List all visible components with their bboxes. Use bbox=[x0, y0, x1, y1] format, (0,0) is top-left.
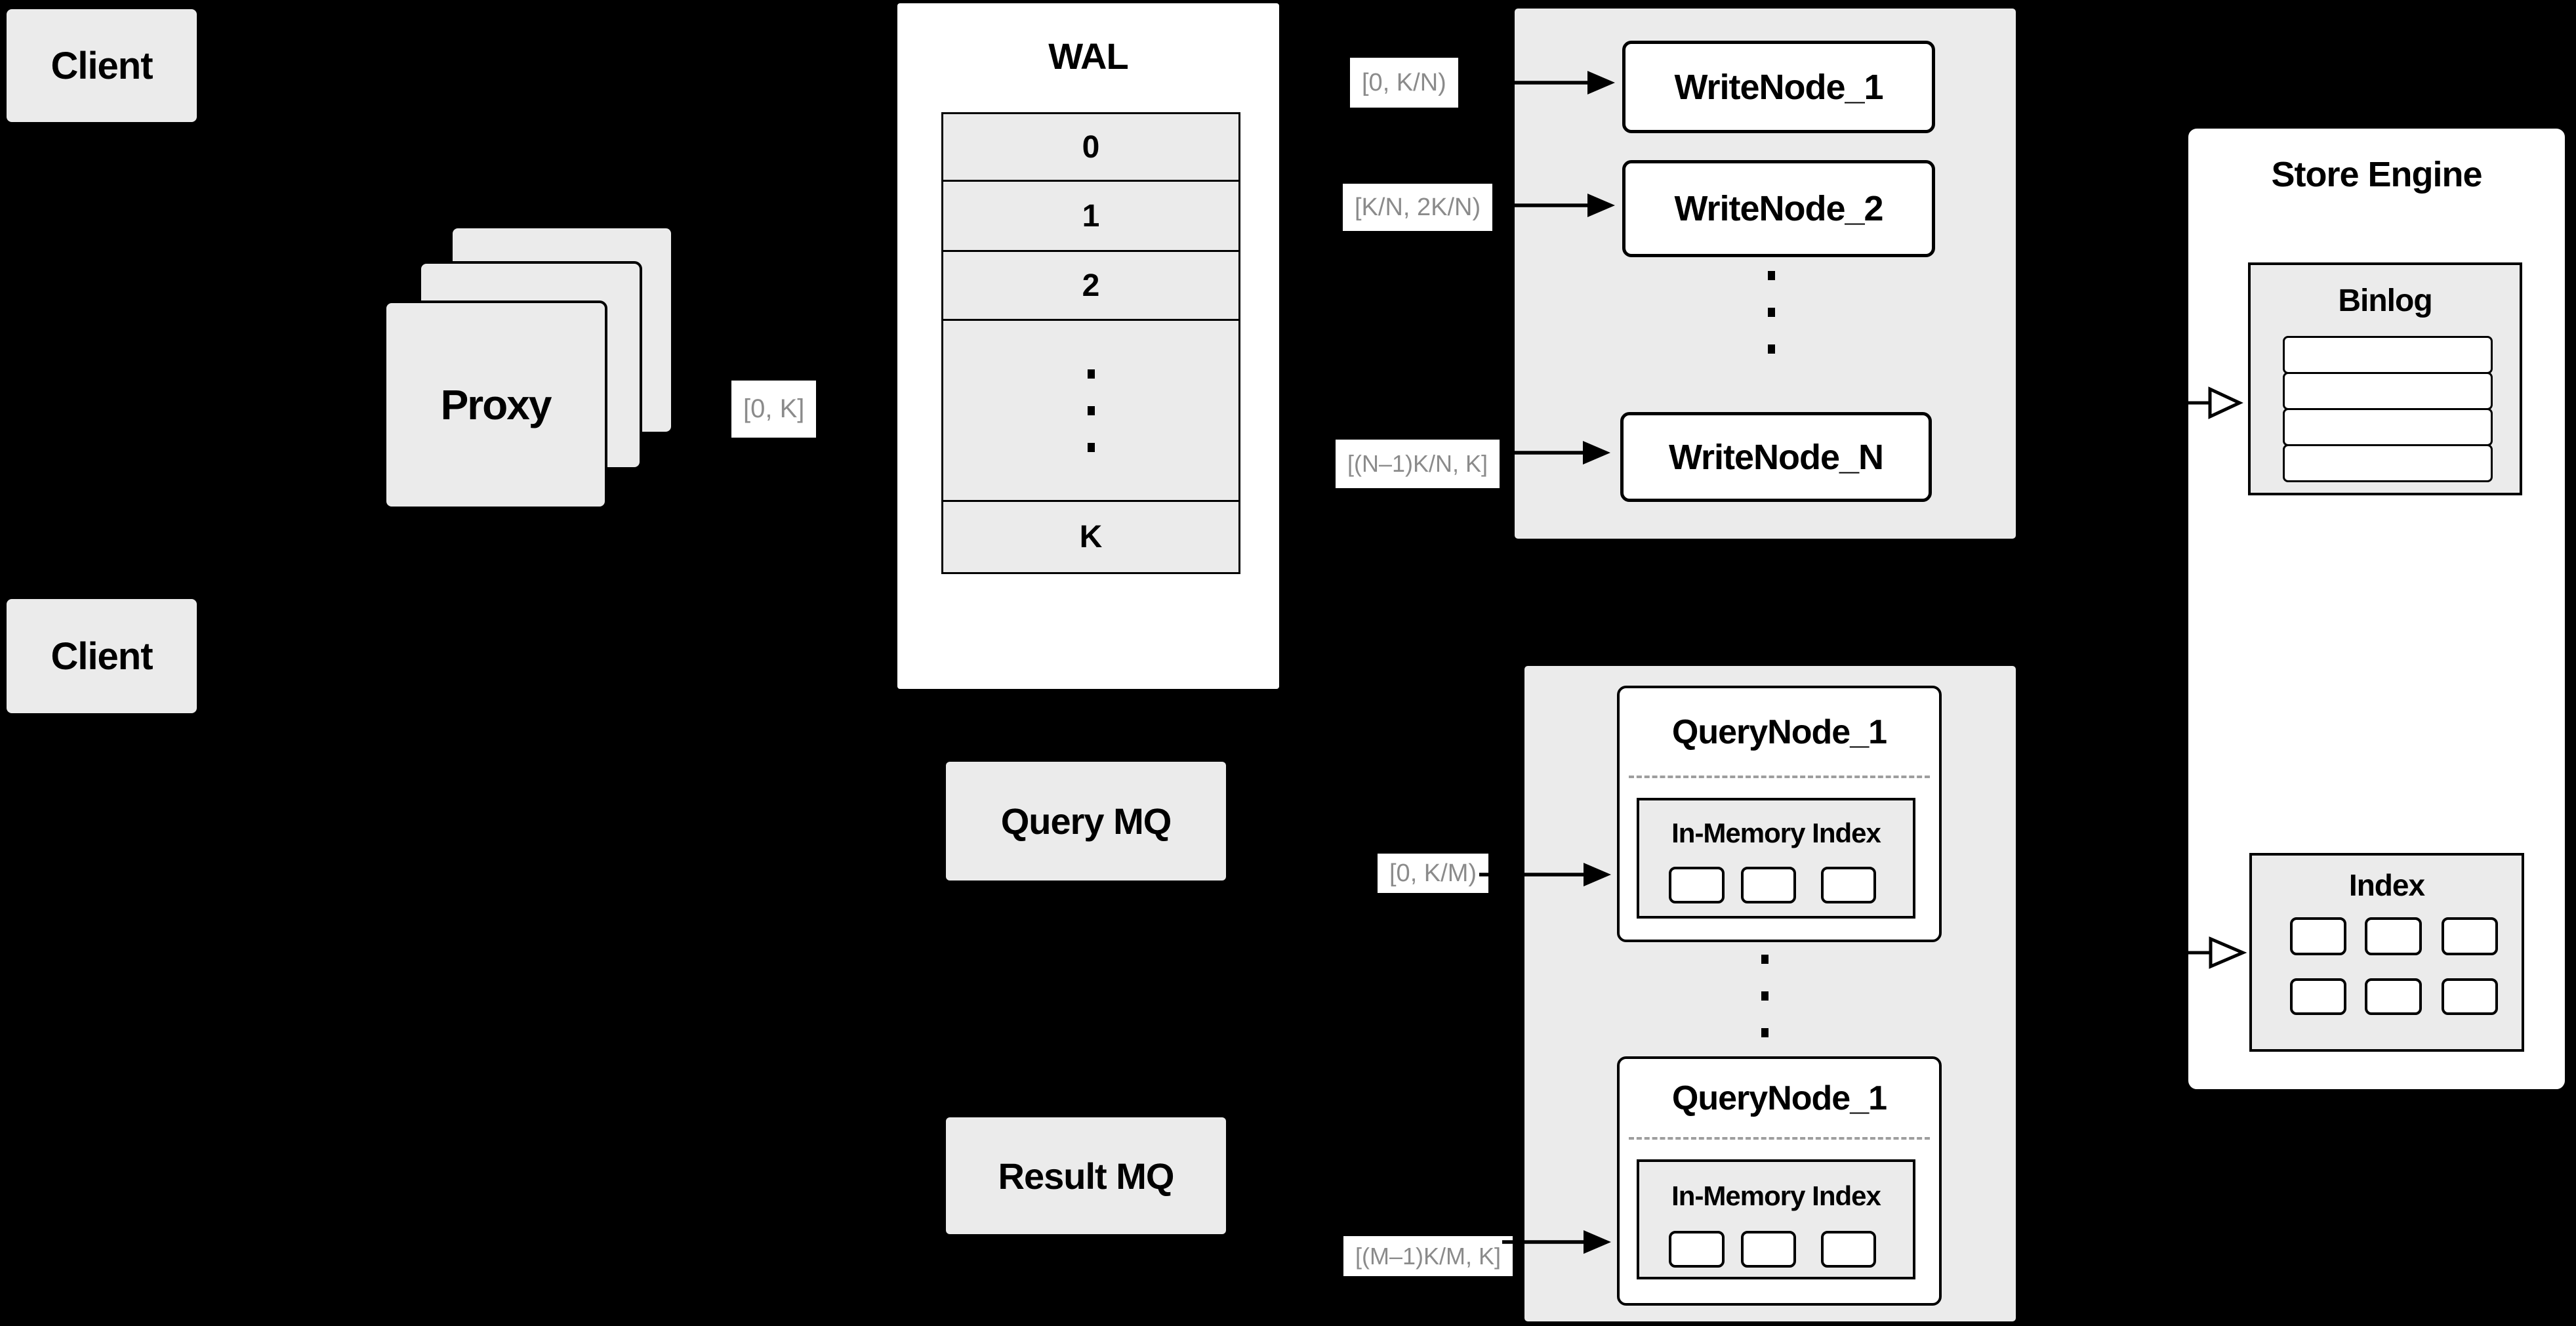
binlog-row bbox=[2283, 372, 2493, 410]
binlog-row bbox=[2283, 336, 2493, 374]
query-node-1: QueryNode_1 In-Memory Index bbox=[1617, 686, 1942, 942]
wal-row-k: K bbox=[943, 500, 1238, 572]
write-node-n-label: WriteNode_N bbox=[1668, 437, 1884, 477]
client-box-bottom: Client bbox=[7, 599, 197, 713]
proxy-card-front: Proxy bbox=[384, 300, 607, 509]
wal-table: 0 1 2 K bbox=[941, 112, 1240, 574]
wal-segment-0: 0 bbox=[1082, 129, 1100, 165]
index-box: Index bbox=[2249, 853, 2524, 1052]
store-engine-panel: Store Engine Binlog Index bbox=[2185, 125, 2568, 1092]
index-chip bbox=[2290, 978, 2346, 1015]
range-label-writenode-n-text: [(N–1)K/N, K] bbox=[1347, 450, 1488, 477]
range-label-writenode-1-text: [0, K/N) bbox=[1362, 68, 1446, 96]
range-label-querynode-2-text: [(M–1)K/M, K] bbox=[1355, 1242, 1502, 1270]
query-mq-box: Query MQ bbox=[946, 762, 1226, 881]
binlog-rows bbox=[2283, 336, 2493, 482]
in-memory-index-title-2: In-Memory Index bbox=[1639, 1162, 1913, 1230]
ellipsis-dots bbox=[1087, 369, 1095, 452]
result-mq-label: Result MQ bbox=[998, 1155, 1175, 1197]
memory-chip bbox=[1669, 1231, 1725, 1268]
write-node-1: WriteNode_1 bbox=[1622, 41, 1935, 133]
write-node-n: WriteNode_N bbox=[1620, 412, 1932, 502]
index-chip bbox=[2365, 917, 2422, 955]
in-memory-index-title-2-text: In-Memory Index bbox=[1671, 1180, 1881, 1211]
index-chip bbox=[2365, 978, 2422, 1015]
memory-chip bbox=[1741, 867, 1796, 903]
write-node-2: WriteNode_2 bbox=[1622, 160, 1935, 257]
query-node-2: QueryNode_1 In-Memory Index bbox=[1617, 1056, 1942, 1306]
wal-title-row: WAL bbox=[897, 3, 1279, 108]
wal-panel: WAL 0 1 2 K bbox=[897, 3, 1279, 689]
wal-row-ellipsis bbox=[943, 319, 1238, 500]
range-label-querynode-1: [0, K/M) bbox=[1378, 854, 1489, 893]
wal-segment-1: 1 bbox=[1082, 198, 1100, 234]
memory-chip bbox=[1821, 1231, 1876, 1268]
index-title: Index bbox=[2252, 856, 2522, 915]
write-node-1-label: WriteNode_1 bbox=[1674, 67, 1883, 107]
range-label-writenode-1: [0, K/N) bbox=[1350, 58, 1458, 108]
memory-chip bbox=[1669, 867, 1725, 903]
range-label-writenode-n: [(N–1)K/N, K] bbox=[1336, 440, 1500, 488]
query-node-1-title-text: QueryNode_1 bbox=[1671, 713, 1887, 751]
index-chip bbox=[2442, 978, 2498, 1015]
memory-chip bbox=[1741, 1231, 1796, 1268]
wal-row-2: 2 bbox=[943, 250, 1238, 319]
client-box-top: Client bbox=[7, 9, 197, 122]
index-chip bbox=[2290, 917, 2346, 955]
memory-chip bbox=[1821, 867, 1876, 903]
range-label-querynode-2: [(M–1)K/M, K] bbox=[1343, 1236, 1513, 1276]
binlog-row bbox=[2283, 444, 2493, 482]
client-bottom-label: Client bbox=[51, 634, 153, 678]
index-chip bbox=[2442, 917, 2498, 955]
ellipsis-dots bbox=[1761, 955, 1768, 1037]
query-node-2-title-text: QueryNode_1 bbox=[1671, 1079, 1887, 1117]
write-node-2-label: WriteNode_2 bbox=[1674, 189, 1883, 228]
query-node-2-title: QueryNode_1 bbox=[1629, 1059, 1930, 1140]
range-label-writenode-2-text: [K/N, 2K/N) bbox=[1355, 193, 1481, 221]
range-label-proxy: [0, K] bbox=[731, 381, 817, 438]
client-top-label: Client bbox=[51, 44, 153, 87]
in-memory-index-title-1: In-Memory Index bbox=[1639, 800, 1913, 866]
range-label-writenode-2: [K/N, 2K/N) bbox=[1343, 184, 1493, 231]
wal-segment-k: K bbox=[1079, 520, 1103, 554]
query-nodes-group: QueryNode_1 In-Memory Index QueryNode_1 … bbox=[1523, 664, 2018, 1323]
range-label-proxy-text: [0, K] bbox=[743, 394, 805, 423]
index-title-text: Index bbox=[2348, 868, 2425, 902]
wal-segment-2: 2 bbox=[1082, 268, 1100, 303]
range-label-querynode-1-text: [0, K/M) bbox=[1389, 859, 1477, 887]
ellipsis-dots bbox=[1768, 271, 1775, 354]
store-engine-title: Store Engine bbox=[2271, 155, 2482, 194]
store-engine-title-row: Store Engine bbox=[2188, 129, 2565, 220]
wal-title: WAL bbox=[1048, 35, 1128, 77]
result-mq-box: Result MQ bbox=[946, 1117, 1226, 1234]
query-mq-label: Query MQ bbox=[1000, 800, 1172, 842]
proxy-label: Proxy bbox=[440, 381, 552, 428]
binlog-row bbox=[2283, 408, 2493, 446]
in-memory-index-box-2: In-Memory Index bbox=[1637, 1159, 1915, 1279]
binlog-title: Binlog bbox=[2251, 265, 2520, 336]
write-nodes-group: WriteNode_1 WriteNode_2 WriteNode_N bbox=[1513, 7, 2018, 541]
in-memory-index-title-1-text: In-Memory Index bbox=[1671, 818, 1881, 848]
binlog-title-text: Binlog bbox=[2338, 283, 2432, 318]
query-node-1-title: QueryNode_1 bbox=[1629, 688, 1930, 778]
binlog-box: Binlog bbox=[2248, 262, 2522, 495]
wal-row-0: 0 bbox=[943, 114, 1238, 180]
in-memory-index-box-1: In-Memory Index bbox=[1637, 798, 1915, 919]
wal-row-1: 1 bbox=[943, 180, 1238, 250]
